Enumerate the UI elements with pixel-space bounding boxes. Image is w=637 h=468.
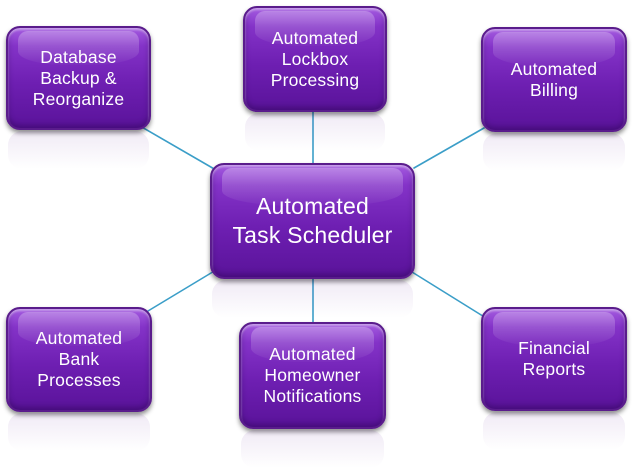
node-automated-billing: Automated Billing — [481, 27, 627, 171]
node-label: Automated Bank Processes — [35, 328, 123, 390]
node-label: Financial Reports — [518, 338, 590, 379]
node-label: Database Backup & Reorganize — [32, 46, 125, 109]
node-database-backup: Database Backup & Reorganize — [6, 26, 151, 169]
connector-to-database — [139, 125, 217, 171]
node-homeowner-notifications: Automated Homeowner Notifications — [239, 322, 386, 468]
center-node-task-scheduler: Automated Task Scheduler — [210, 163, 415, 318]
center-node-label: Automated Task Scheduler — [232, 193, 393, 248]
node-label: Automated Lockbox Processing — [270, 27, 360, 90]
node-financial-reports: Financial Reports — [481, 307, 627, 450]
node-label: Automated Billing — [510, 58, 598, 100]
connector-to-bank — [142, 269, 217, 315]
connector-to-billing — [413, 127, 485, 169]
node-lockbox-processing: Automated Lockbox Processing — [243, 6, 387, 151]
connector-to-financial — [411, 271, 487, 319]
node-label: Automated Homeowner Notifications — [263, 344, 362, 406]
node-bank-processes: Automated Bank Processes — [6, 307, 152, 451]
